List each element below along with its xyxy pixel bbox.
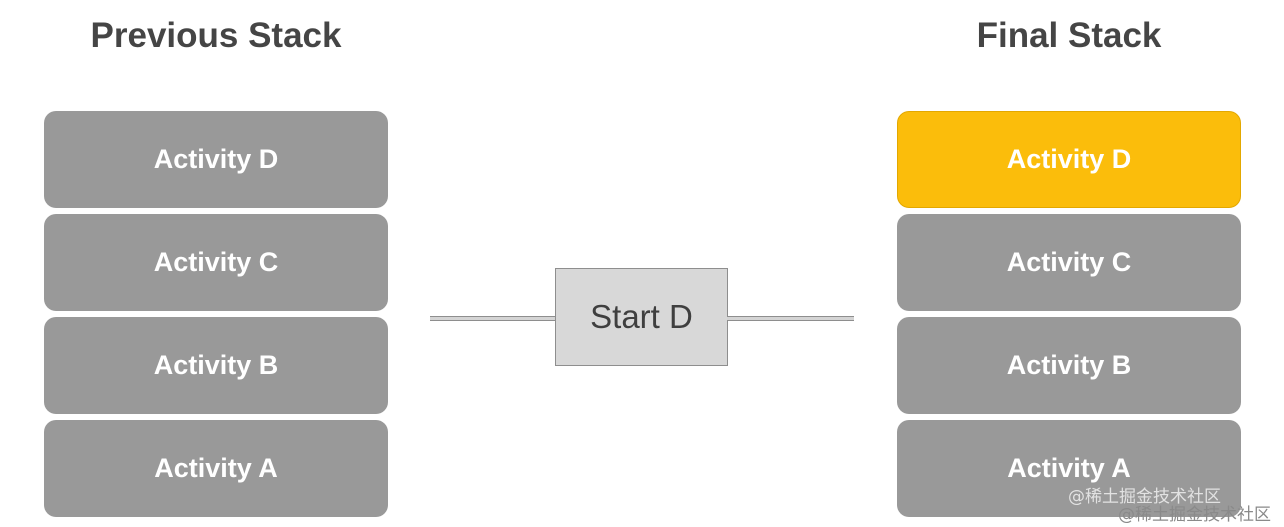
previous-stack-title: Previous Stack (90, 16, 342, 55)
previous-stack: Activity D Activity C Activity B Activit… (44, 111, 388, 523)
start-d-action-box: Start D (555, 268, 728, 366)
final-stack-title: Final Stack (976, 16, 1162, 55)
previous-stack-activity-b: Activity B (44, 317, 388, 414)
final-stack-activity-a: Activity A (897, 420, 1241, 517)
connector-line-right (727, 316, 854, 321)
previous-stack-activity-a: Activity A (44, 420, 388, 517)
final-stack-activity-d: Activity D (897, 111, 1241, 208)
watermark-shadow: @稀土掘金技术社区 (1118, 505, 1271, 525)
final-stack-activity-b: Activity B (897, 317, 1241, 414)
previous-stack-activity-d: Activity D (44, 111, 388, 208)
watermark: @稀土掘金技术社区 (1068, 487, 1221, 507)
previous-stack-activity-c: Activity C (44, 214, 388, 311)
connector-line-left (430, 316, 557, 321)
final-stack: Activity D Activity C Activity B Activit… (897, 111, 1241, 523)
final-stack-activity-c: Activity C (897, 214, 1241, 311)
